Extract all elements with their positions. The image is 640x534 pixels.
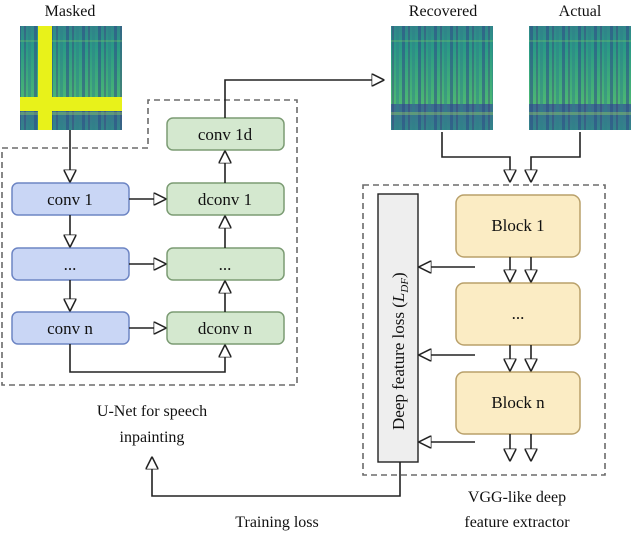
decoder-label-conv1d: conv 1d bbox=[198, 125, 253, 144]
vgg-block-n: Block n bbox=[455, 371, 581, 435]
recovered-label: Recovered bbox=[409, 3, 477, 20]
decoder-label-2: ... bbox=[219, 255, 232, 274]
actual-label: Actual bbox=[559, 3, 602, 20]
vgg-arrows bbox=[420, 257, 531, 460]
mask-horizontal-band bbox=[20, 97, 122, 111]
vgg-boundary bbox=[362, 184, 606, 476]
vgg-block-label-1: Block 1 bbox=[491, 216, 544, 235]
vgg-block-1: Block 1 bbox=[455, 194, 581, 258]
deep-feature-loss-bar: Deep feature loss (LDF) bbox=[377, 193, 419, 463]
encoder-block-1: conv 1 bbox=[11, 182, 130, 216]
encoder-label-2: ... bbox=[64, 255, 77, 274]
spectrogram-recovered-icon bbox=[391, 26, 493, 130]
unet-arrows bbox=[70, 80, 383, 373]
vgg-input-arrows bbox=[441, 132, 581, 181]
decoder-label-n: dconv n bbox=[198, 319, 253, 338]
unet-caption-line1: U-Net for speech bbox=[97, 403, 207, 420]
spectrogram-masked-icon bbox=[20, 26, 122, 130]
decoder-block-n: dconv n bbox=[166, 311, 285, 345]
encoder-label-1: conv 1 bbox=[47, 190, 93, 209]
vgg-block-2: ... bbox=[455, 282, 581, 346]
decoder-block-conv1d: conv 1d bbox=[166, 117, 285, 151]
unet-boundary bbox=[1, 99, 298, 386]
decoder-block-1: dconv 1 bbox=[166, 182, 285, 216]
decoder-block-2: ... bbox=[166, 247, 285, 281]
vgg-caption-line1: VGG-like deep bbox=[468, 489, 566, 506]
spectrogram-actual-icon bbox=[529, 26, 631, 130]
encoder-block-2: ... bbox=[11, 247, 130, 281]
vgg-block-label-n: Block n bbox=[491, 393, 545, 412]
vgg-block-label-2: ... bbox=[512, 304, 525, 323]
decoder-label-1: dconv 1 bbox=[198, 190, 252, 209]
training-loss-label: Training loss bbox=[235, 514, 318, 531]
deep-feature-loss-label: Deep feature loss (LDF) bbox=[389, 272, 411, 430]
training-loss-arrow bbox=[152, 458, 401, 497]
unet-caption-line2: inpainting bbox=[120, 429, 185, 446]
masked-label: Masked bbox=[45, 3, 96, 20]
encoder-block-n: conv n bbox=[11, 311, 130, 345]
encoder-label-n: conv n bbox=[47, 319, 93, 338]
mask-vertical-band bbox=[38, 26, 52, 130]
vgg-caption-line2: feature extractor bbox=[464, 514, 570, 531]
